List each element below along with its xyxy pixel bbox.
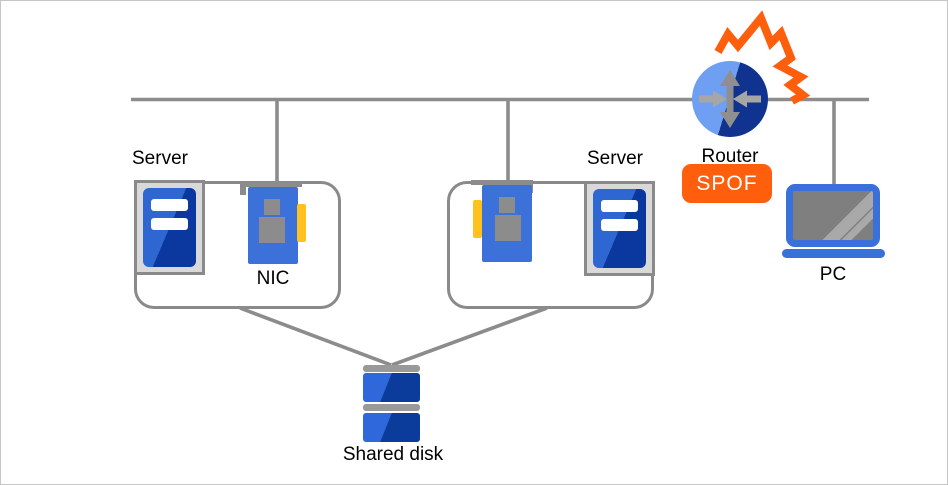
router-icon xyxy=(692,61,768,137)
nic-chip-small xyxy=(499,197,515,213)
nic-bracket-nub xyxy=(240,182,246,195)
server-slot xyxy=(601,200,638,212)
server-tower xyxy=(593,189,646,268)
nic-chip-large xyxy=(259,217,285,243)
nic-icon-right xyxy=(471,180,537,265)
connector-line-disk-right xyxy=(391,306,548,367)
server-tower xyxy=(143,188,196,267)
disk-cap xyxy=(363,365,420,372)
laptop-icon xyxy=(786,184,880,247)
nic-icon-left xyxy=(240,182,306,267)
disk-platter xyxy=(363,413,420,442)
nic-edge-connector xyxy=(473,200,482,238)
server-left-label: Server xyxy=(132,148,188,169)
nic-chip-large xyxy=(495,215,521,241)
nic-label: NIC xyxy=(256,268,290,289)
server-slot xyxy=(151,199,188,211)
server-right-label: Server xyxy=(587,148,643,169)
nic-chip-small xyxy=(264,199,280,215)
server-icon-left xyxy=(134,180,205,275)
server-icon-right xyxy=(584,181,655,276)
nic-bracket xyxy=(240,182,302,187)
router-arrows-icon xyxy=(699,70,761,128)
server-slot xyxy=(601,219,638,231)
spof-badge: SPOF xyxy=(682,164,772,203)
laptop-base xyxy=(782,249,885,258)
spof-badge-label: SPOF xyxy=(696,171,758,195)
disk-cap xyxy=(363,404,420,411)
disk-platter xyxy=(363,373,420,402)
pc-label: PC xyxy=(819,264,847,285)
nic-bracket xyxy=(471,180,533,185)
router-label: Router xyxy=(701,146,759,167)
nic-edge-connector xyxy=(297,204,306,242)
server-slot xyxy=(151,218,188,230)
shared-disk-icon xyxy=(363,365,420,443)
shared-disk-label: Shared disk xyxy=(342,444,444,465)
connector-line-disk-left xyxy=(239,306,392,367)
